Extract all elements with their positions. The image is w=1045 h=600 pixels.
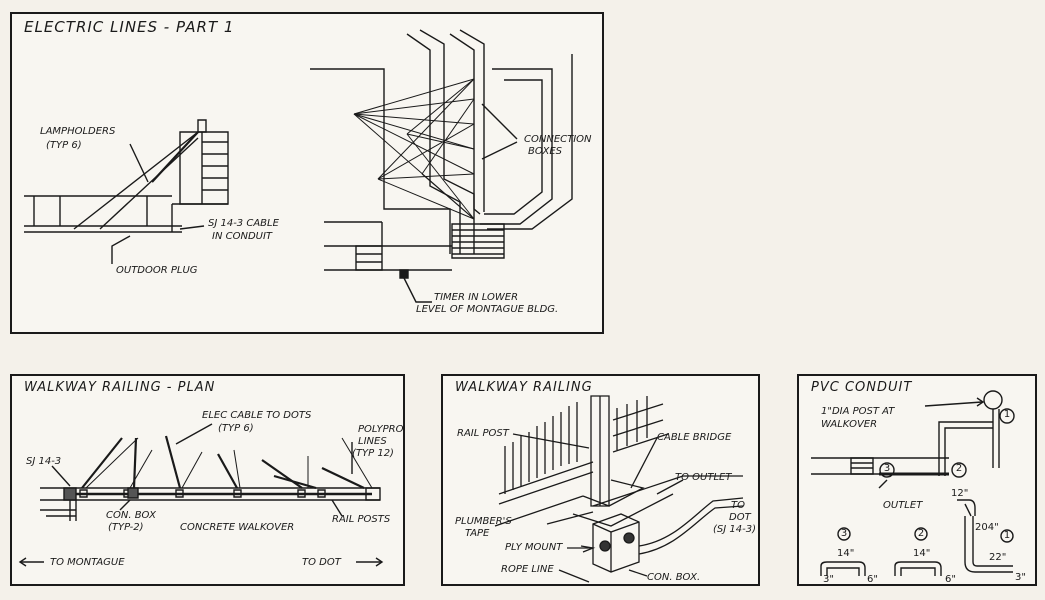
label-plumbers: PLUMBER'S: [455, 516, 512, 527]
dim-204: 204": [975, 522, 999, 533]
label-outlet: OUTLET: [883, 500, 923, 511]
railing-plan-drawing: [12, 376, 407, 588]
label-lampholders-typ: (TYP 6): [46, 140, 82, 151]
number-2b: 2: [917, 528, 925, 539]
walkway-railing-drawing: [443, 376, 762, 588]
label-cable-bridge: CABLE BRIDGE: [657, 432, 732, 443]
label-lines: LINES: [358, 436, 387, 447]
number-1: 1: [1003, 409, 1011, 420]
panel-title: ELECTRIC LINES - PART 1: [24, 18, 235, 36]
label-elec-cable-typ: (TYP 6): [218, 423, 254, 434]
dim-22: 22": [989, 552, 1007, 563]
label-rail-posts: RAIL POSTS: [332, 514, 391, 525]
electric-lines-panel: ELECTRIC LINES - PART 1: [10, 12, 604, 334]
label-boxes: BOXES: [528, 146, 562, 157]
label-in-conduit: IN CONDUIT: [212, 231, 273, 242]
dim-12: 12": [951, 488, 969, 499]
label-to-outlet: TO OUTLET: [675, 472, 732, 483]
number-3b: 3: [840, 528, 848, 539]
dim-14b: 14": [913, 548, 931, 559]
label-elec-cable: ELEC CABLE TO DOTS: [202, 410, 312, 421]
label-con-box: CON. BOX: [106, 510, 157, 521]
label-sj-cable: SJ 14-3 CABLE: [208, 218, 279, 229]
label-polypro-typ: (TYP 12): [352, 448, 394, 459]
label-to: TO: [731, 500, 745, 511]
number-1b: 1: [1003, 530, 1011, 541]
label-to-montague: TO MONTAGUE: [50, 557, 125, 568]
label-rail-post: RAIL POST: [457, 428, 509, 439]
pvc-conduit-drawing: [799, 376, 1039, 588]
label-connection: CONNECTION: [524, 134, 592, 145]
dim-6b: 6": [945, 574, 956, 585]
dim-14a: 14": [837, 548, 855, 559]
label-sj: SJ 14-3: [26, 456, 62, 467]
label-con-box: CON. BOX.: [647, 572, 701, 583]
panel-title: WALKWAY RAILING - PLAN: [24, 380, 216, 395]
dim-3a: 3": [823, 574, 834, 585]
label-polypro: POLYPRO: [358, 424, 404, 435]
label-rope-line: ROPE LINE: [501, 564, 554, 575]
label-timer: TIMER IN LOWER: [434, 292, 519, 303]
label-concrete-walkover: CONCRETE WALKOVER: [180, 522, 295, 533]
label-to-dot: TO DOT: [302, 557, 341, 568]
panel-title: PVC CONDUIT: [811, 380, 913, 395]
label-post: 1"DIA POST AT: [821, 406, 895, 417]
walkway-railing-panel: WALKWAY RAILING: [441, 374, 760, 586]
walkway-railing-plan-panel: WALKWAY RAILING - PLAN: [10, 374, 405, 586]
label-lampholders: LAMPHOLDERS: [40, 126, 116, 137]
dim-3b: 3": [1015, 572, 1026, 583]
label-dot: DOT: [729, 512, 751, 523]
pvc-conduit-panel: PVC CONDUIT: [797, 374, 1037, 586]
label-montague-bldg: LEVEL OF MONTAGUE BLDG.: [416, 304, 559, 315]
label-sj-14-3: (SJ 14-3): [713, 524, 756, 535]
label-walkover: WALKOVER: [821, 419, 878, 430]
number-2: 2: [955, 463, 963, 474]
label-outdoor-plug: OUTDOOR PLUG: [116, 265, 198, 276]
number-3: 3: [883, 463, 891, 474]
label-con-box-typ: (TYP-2): [108, 522, 144, 533]
panel-title: WALKWAY RAILING: [455, 380, 593, 395]
electric-lines-drawing: [12, 14, 606, 336]
dim-6a: 6": [867, 574, 878, 585]
label-ply-mount: PLY MOUNT: [505, 542, 563, 553]
label-tape: TAPE: [465, 528, 490, 539]
